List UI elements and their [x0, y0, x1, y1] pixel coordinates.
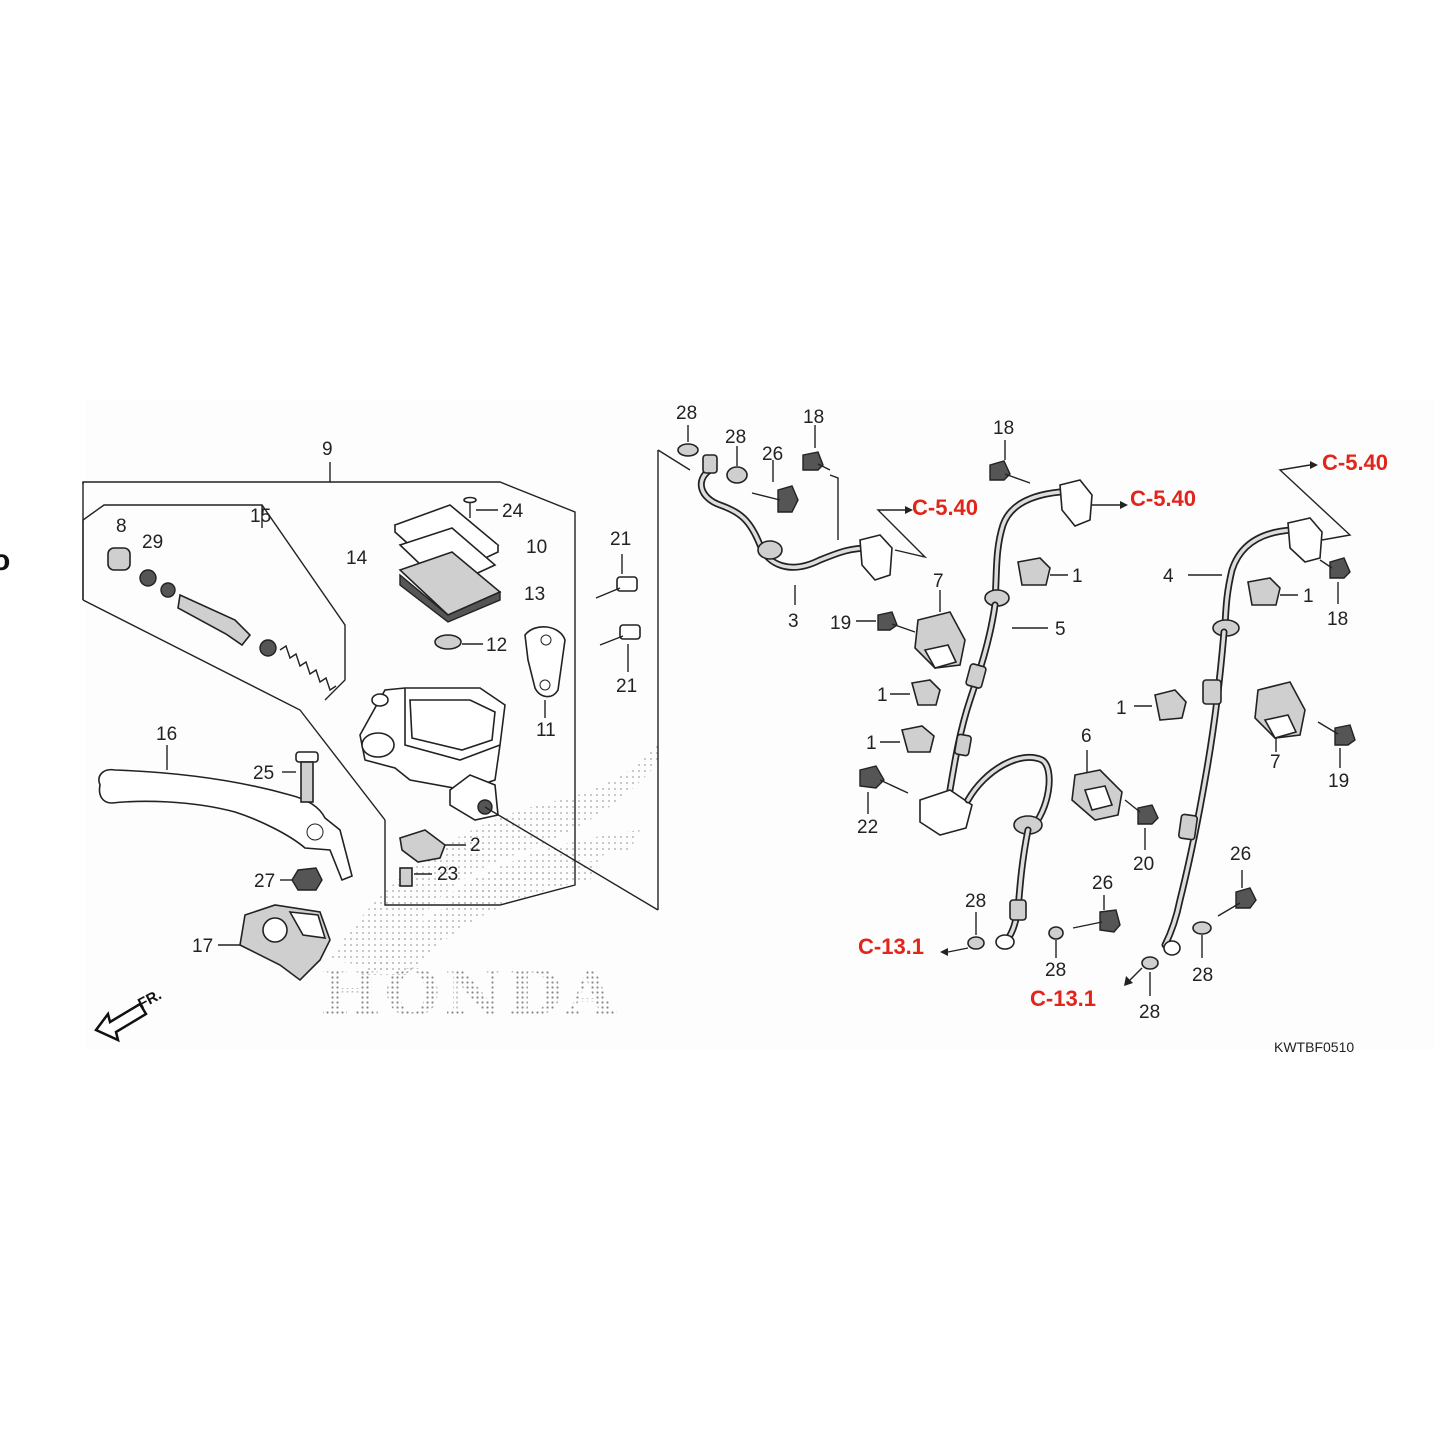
callout-19-a: 19: [830, 613, 851, 634]
callout-26-c: 26: [1230, 844, 1251, 865]
reference-c-13-1-right[interactable]: C-13.1: [1030, 986, 1096, 1011]
callout-1-e: 1: [1116, 698, 1127, 719]
callout-8: 8: [116, 516, 127, 537]
callout-16: 16: [156, 724, 177, 745]
callout-28-b: 28: [725, 427, 746, 448]
brake-hose-3-group: [677, 425, 893, 605]
callout-6: 6: [1081, 726, 1092, 747]
circlip-icon: [139, 569, 157, 587]
hose-guide-right-icon: [1254, 681, 1306, 752]
reference-c-13-1-left[interactable]: C-13.1: [858, 934, 924, 959]
brake-switch-icon: [399, 829, 446, 863]
callout-12: 12: [486, 635, 507, 656]
guide-bolt-left-icon: [856, 611, 916, 633]
honda-watermark: HONDA: [320, 740, 660, 1031]
master-cylinder-holder-icon: [524, 626, 566, 698]
callout-1-d: 1: [1303, 586, 1314, 607]
callout-25: 25: [253, 763, 274, 784]
callout-28-e: 28: [1192, 965, 1213, 986]
holder-bolt-lower-icon: [599, 624, 641, 672]
callout-5: 5: [1055, 619, 1066, 640]
callout-28-a: 28: [676, 403, 697, 424]
section-references: C-5.40 C-5.40 C-5.40 C-13.1 C-13.1: [858, 450, 1388, 1011]
float-icon: [434, 634, 462, 650]
hose-clip-left-lower-icon: [880, 725, 935, 753]
piston-cup-icon: [107, 547, 131, 571]
joint-bolt-22-icon: [859, 765, 909, 814]
lever-pivot-nut-icon: [280, 867, 323, 891]
master-cylinder-body-icon: [359, 687, 506, 821]
callout-27: 27: [254, 871, 275, 892]
callout-22: 22: [857, 817, 878, 838]
diagram-code: KWTBF0510: [1274, 1039, 1354, 1055]
callout-7-a: 7: [933, 571, 944, 592]
callout-1-b: 1: [866, 733, 877, 754]
brake-hose-4-group: [1161, 517, 1351, 949]
guide-bolt-right-icon: [1317, 721, 1356, 768]
lower-joint-hardware-right: [1124, 870, 1257, 996]
hose-guide-left-icon: [914, 590, 966, 669]
callout-23: 23: [437, 864, 458, 885]
callout-labels: 9 8 29 15 24 14 10 13 12 11 21 21 16 25 …: [116, 403, 1349, 1023]
callout-15: 15: [250, 506, 271, 527]
callout-28-d: 28: [1045, 960, 1066, 981]
callout-24: 24: [502, 501, 524, 522]
hose-clip-right-lower-icon: [1134, 689, 1187, 721]
watermark-text: HONDA: [320, 956, 620, 1031]
callout-21-upper: 21: [610, 529, 631, 550]
reference-c-5-40-left[interactable]: C-5.40: [912, 495, 978, 520]
callout-1-c: 1: [1072, 566, 1083, 587]
callout-20: 20: [1133, 854, 1154, 875]
callout-13: 13: [524, 584, 545, 605]
hose-clip-right-upper-icon: [1247, 577, 1298, 606]
lever-cover-icon: [218, 904, 331, 982]
callout-4: 4: [1163, 566, 1174, 587]
brake-hose-5-group: [919, 440, 1093, 946]
hose-clip-left-upper-icon: [890, 679, 941, 706]
callout-29: 29: [142, 532, 163, 553]
callout-2: 2: [470, 835, 481, 856]
clamp-bolt-20-icon: [1124, 799, 1159, 850]
spring-icon: [279, 644, 337, 692]
lower-joint-hardware-middle: [940, 895, 1121, 958]
hose-clip-middle-icon: [1017, 557, 1068, 586]
holder-bolt-upper-icon: [595, 554, 638, 599]
callout-10: 10: [526, 537, 547, 558]
callout-19-b: 19: [1328, 771, 1349, 792]
piston-icon: [177, 593, 252, 647]
master-cylinder-group: [82, 449, 691, 911]
callout-14: 14: [346, 548, 368, 569]
edge-glyph: o: [0, 544, 10, 577]
callout-28-f: 28: [1139, 1002, 1160, 1023]
switch-screw-icon: [399, 867, 413, 887]
reference-c-5-40-right[interactable]: C-5.40: [1322, 450, 1388, 475]
callout-21-lower: 21: [616, 676, 637, 697]
callout-18-b: 18: [993, 418, 1014, 439]
callout-18-c: 18: [1327, 609, 1348, 630]
reference-c-5-40-middle[interactable]: C-5.40: [1130, 486, 1196, 511]
callout-3: 3: [788, 611, 799, 632]
hose-clamp-6-icon: [1071, 750, 1123, 821]
callout-18-a: 18: [803, 407, 824, 428]
callout-26-b: 26: [1092, 873, 1113, 894]
callout-7-b: 7: [1270, 752, 1281, 773]
callout-11: 11: [536, 720, 556, 741]
brake-lever-icon: [98, 768, 353, 882]
callout-17: 17: [192, 936, 213, 957]
callout-26-a: 26: [762, 444, 783, 465]
callout-1-a: 1: [877, 685, 888, 706]
lever-pivot-bolt-icon: [282, 751, 319, 803]
callout-28-c: 28: [965, 891, 986, 912]
callout-9: 9: [322, 439, 333, 460]
